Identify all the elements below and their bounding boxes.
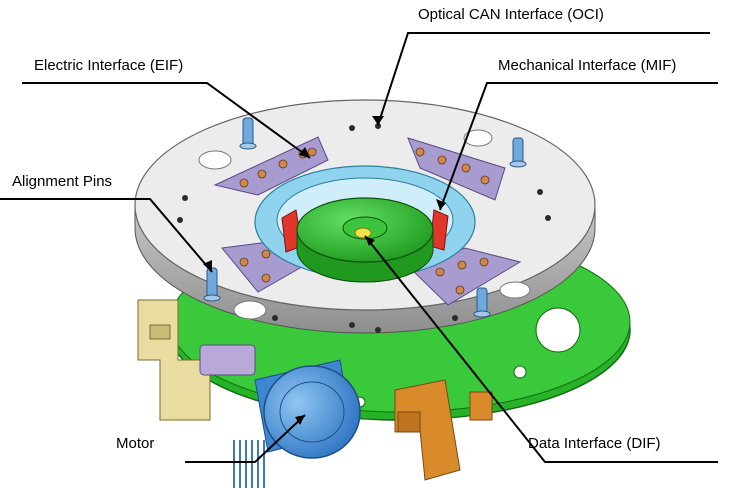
leader-dif — [364, 235, 718, 463]
orange-bracket — [394, 379, 493, 481]
leader-lines — [0, 32, 718, 463]
motor-wires — [233, 440, 265, 488]
motor — [199, 344, 361, 488]
label-motor: Motor — [116, 435, 155, 452]
leader-arrowheads — [203, 116, 446, 425]
leader-motor — [185, 414, 306, 463]
alignment-pin-icon — [203, 117, 527, 318]
leader-eif — [22, 82, 311, 159]
central-hub — [296, 197, 434, 283]
tan-bracket — [137, 299, 211, 421]
label-mechanical-interface: Mechanical Interface (MIF) — [498, 57, 677, 74]
leader-pins — [0, 198, 213, 273]
label-electric-interface: Electric Interface (EIF) — [34, 57, 184, 74]
label-alignment-pins: Alignment Pins — [12, 173, 113, 190]
label-data-interface: Data Interface (DIF) — [528, 435, 661, 452]
label-optical-can-interface: Optical CAN Interface (OCI) — [418, 6, 604, 23]
leader-mif — [439, 82, 718, 211]
leader-oci — [377, 32, 710, 126]
